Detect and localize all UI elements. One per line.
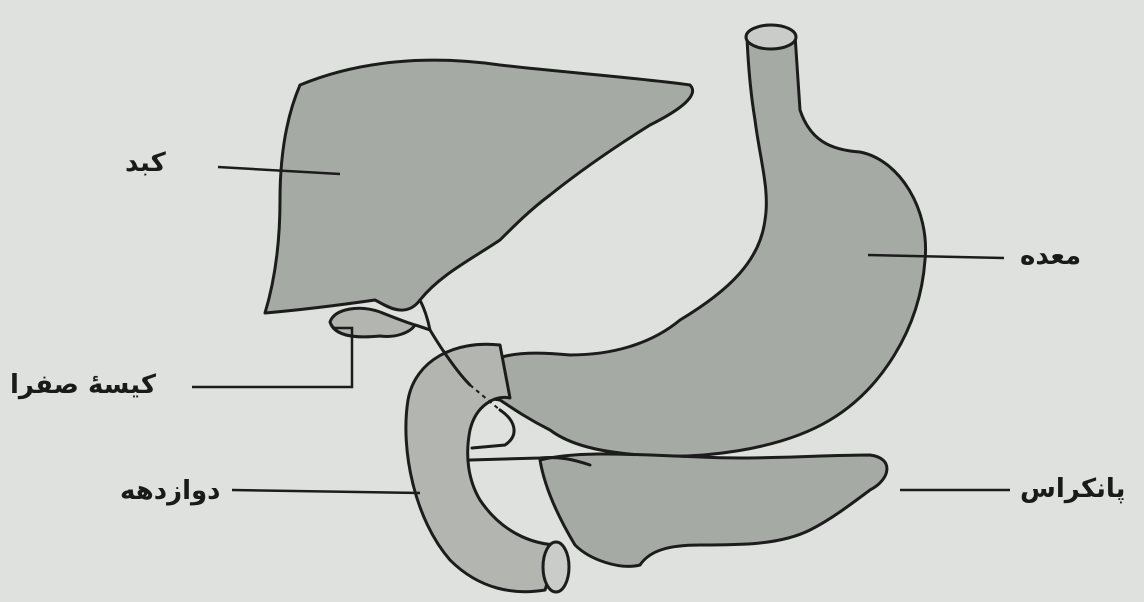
duodenum-label: دوازدهه	[120, 478, 221, 504]
pancreas-label: پانکراس	[1020, 476, 1125, 502]
liver-label: کبد	[125, 150, 166, 176]
gallbladder-label: کیسهٔ صفرا	[10, 372, 156, 398]
gallbladder	[330, 308, 415, 337]
liver	[265, 60, 693, 313]
stomach-label: معده	[1020, 243, 1081, 269]
bile-duct-outlet	[472, 410, 514, 448]
duodenum-end	[543, 542, 569, 592]
pancreas	[540, 454, 887, 566]
duodenum-leader-line	[232, 490, 420, 493]
esophagus-opening	[746, 25, 796, 49]
gallbladder-leader-line	[192, 328, 352, 387]
